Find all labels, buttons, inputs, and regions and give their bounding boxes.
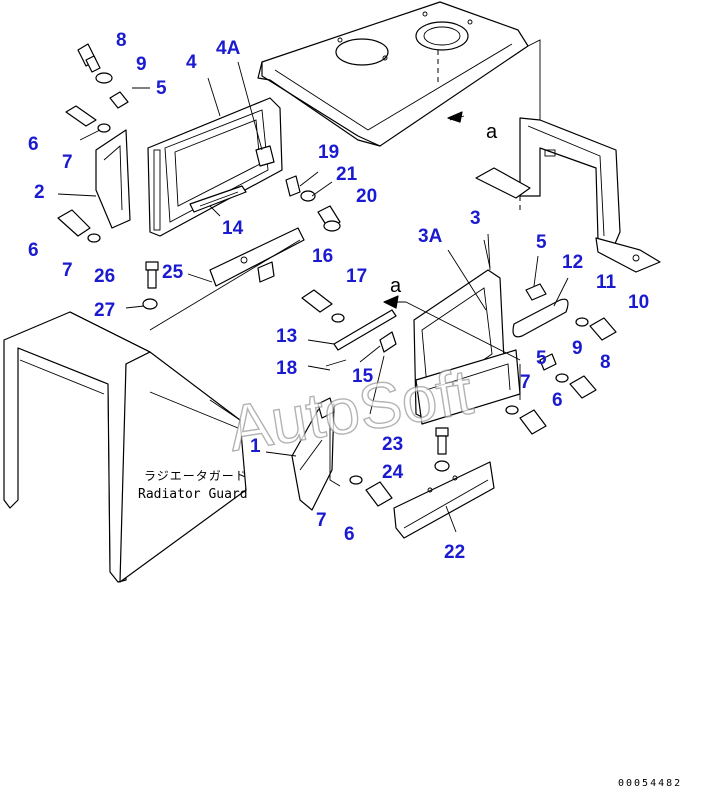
bolt-10 xyxy=(589,317,617,341)
callout-3A: 3A xyxy=(418,226,443,247)
callout-5: 5 xyxy=(536,348,547,369)
callout-1: 1 xyxy=(250,436,261,457)
callout-3: 3 xyxy=(470,208,481,229)
bolt-6-upper xyxy=(65,105,97,127)
bolt-16 xyxy=(301,289,333,313)
bolts xyxy=(57,43,617,507)
callout-8: 8 xyxy=(600,352,611,373)
callout-27: 27 xyxy=(94,300,115,321)
callout-7: 7 xyxy=(316,510,327,531)
radiator-guard-label-jp: ラジエータガード xyxy=(144,469,248,483)
bolt-26 xyxy=(145,261,159,289)
bolt-20 xyxy=(317,205,341,232)
callout-24: 24 xyxy=(382,462,404,483)
radiator-guard-label-en: Radiator Guard xyxy=(138,487,248,502)
callout-16: 16 xyxy=(312,246,333,267)
callout-21: 21 xyxy=(336,164,358,185)
callout-26: 26 xyxy=(94,266,115,287)
handle-12 xyxy=(512,298,569,338)
clips-5 xyxy=(109,91,557,371)
callout-6: 6 xyxy=(344,524,355,545)
callout-2: 2 xyxy=(34,182,45,203)
callout-5: 5 xyxy=(536,232,547,253)
callout-9: 9 xyxy=(136,54,147,75)
stay-rod-13 xyxy=(325,309,397,367)
rear-frame xyxy=(475,117,661,273)
callout-4: 4 xyxy=(186,52,197,73)
bolt-8-lower xyxy=(569,375,597,399)
top-frame xyxy=(257,1,541,147)
callout-10: 10 xyxy=(628,292,649,313)
reference-marks: a a xyxy=(390,121,498,297)
plate-25 xyxy=(149,227,305,331)
callout-23: 23 xyxy=(382,434,403,455)
callout-6: 6 xyxy=(28,240,39,261)
callout-7: 7 xyxy=(62,260,73,281)
bolt-6-right xyxy=(519,409,547,435)
reference-mark-lower: a xyxy=(390,275,402,297)
callout-4A: 4A xyxy=(216,38,241,59)
callout-5: 5 xyxy=(156,78,167,99)
cover-22 xyxy=(393,461,495,539)
panel-2 xyxy=(95,129,131,229)
bolt-8-upper xyxy=(77,43,101,73)
side-panel-4 xyxy=(147,97,283,237)
bolt-6-lower xyxy=(365,481,393,507)
radiator-guard-label: ラジエータガード Radiator Guard xyxy=(138,469,248,502)
callout-20: 20 xyxy=(356,186,377,207)
callout-25: 25 xyxy=(162,262,184,283)
side-panel-3 xyxy=(413,239,521,425)
washers xyxy=(87,72,589,485)
callout-12: 12 xyxy=(562,252,583,273)
bracket-14 xyxy=(189,185,247,213)
callout-19: 19 xyxy=(318,142,339,163)
callout-labels: 8 9 5 4 4A 6 7 2 19 21 20 14 6 7 3 3A 5 … xyxy=(28,30,649,563)
reference-mark-upper: a xyxy=(486,121,498,143)
radiator-guard xyxy=(3,311,247,583)
callout-11: 11 xyxy=(596,272,617,293)
bolt-6-mid xyxy=(57,209,91,237)
callout-13: 13 xyxy=(276,326,297,347)
callout-7: 7 xyxy=(62,152,73,173)
bolt-23 xyxy=(435,427,449,455)
callout-9: 9 xyxy=(572,338,583,359)
callout-7: 7 xyxy=(520,372,531,393)
callout-15: 15 xyxy=(352,366,374,387)
callout-14: 14 xyxy=(222,218,244,239)
callout-8: 8 xyxy=(116,30,127,51)
callout-18: 18 xyxy=(276,358,297,379)
callout-17: 17 xyxy=(346,266,367,287)
drawing-code: 00054482 xyxy=(618,778,682,789)
callout-6: 6 xyxy=(28,134,39,155)
leader-lines xyxy=(57,61,569,533)
callout-22: 22 xyxy=(444,542,465,563)
callout-6: 6 xyxy=(552,390,563,411)
